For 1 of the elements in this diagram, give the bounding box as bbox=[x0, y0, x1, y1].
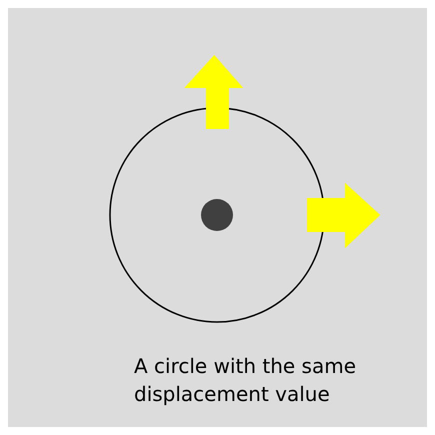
caption-text: A circle with the same displacement value bbox=[134, 353, 358, 408]
